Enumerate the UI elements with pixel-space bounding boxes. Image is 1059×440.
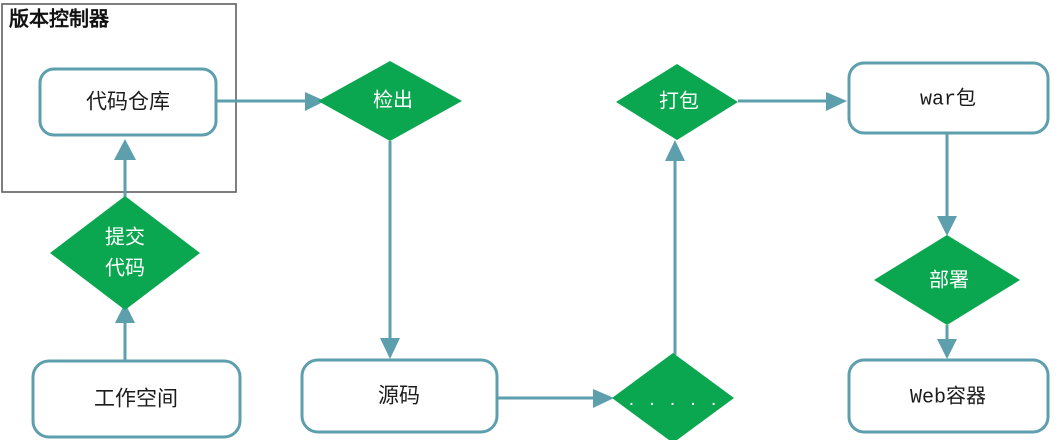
- node-package-shape[interactable]: [616, 64, 738, 140]
- node-code-repo[interactable]: 代码仓库: [38, 67, 218, 137]
- node-workspace-label: 工作空间: [94, 388, 178, 411]
- node-code-repo-shape[interactable]: [38, 67, 218, 137]
- edge-arrowhead: [826, 92, 847, 111]
- edge-deploy-to-container: [937, 325, 957, 359]
- node-deploy-shape[interactable]: [874, 235, 1020, 325]
- edge-arrowhead: [305, 92, 325, 111]
- node-war-package[interactable]: war包: [847, 61, 1050, 135]
- edge-arrowhead: [115, 303, 135, 323]
- node-commit-code[interactable]: 提交 代码: [50, 196, 200, 310]
- group-version-controller: 版本控制器: [1, 3, 237, 193]
- node-ellipsis-step-label: . . . . .: [629, 389, 722, 410]
- edge-package-to-war: [738, 92, 847, 111]
- node-commit-code-shape[interactable]: [50, 196, 200, 310]
- edge-arrowhead: [937, 216, 957, 236]
- node-commit-code-label-line2: 代码: [105, 256, 145, 279]
- node-checkout-shape[interactable]: [318, 61, 462, 141]
- group-frame-rect: [1, 3, 237, 193]
- node-ellipsis-step[interactable]: . . . . .: [612, 353, 734, 440]
- node-war-package-shape[interactable]: [847, 61, 1050, 135]
- node-code-repo-label: 代码仓库: [86, 91, 170, 114]
- node-package[interactable]: 打包: [616, 64, 738, 140]
- node-commit-code-label-line1: 提交: [105, 225, 145, 248]
- node-package-label: 打包: [659, 89, 699, 112]
- edge-war-to-deploy: [937, 133, 957, 236]
- edge-arrowhead: [593, 389, 614, 408]
- node-web-container[interactable]: Web容器: [847, 358, 1050, 434]
- node-war-package-label: war包: [920, 86, 976, 111]
- edge-ellipsis-to-package: [665, 140, 685, 355]
- edge-arrowhead: [114, 139, 136, 160]
- edge-arrowhead: [380, 338, 400, 359]
- node-source-code-shape[interactable]: [300, 358, 499, 434]
- node-web-container-shape[interactable]: [847, 358, 1050, 434]
- edge-arrowhead: [937, 339, 957, 359]
- edge-repo-to-checkout: [216, 92, 325, 111]
- node-web-container-label: Web容器: [910, 384, 986, 409]
- edge-checkout-to-source: [380, 141, 400, 359]
- node-deploy[interactable]: 部署: [874, 235, 1020, 325]
- node-workspace[interactable]: 工作空间: [31, 359, 242, 439]
- edge-source-to-ellipsis: [497, 389, 614, 408]
- node-source-code-label: 源码: [378, 385, 420, 408]
- node-workspace-shape[interactable]: [31, 359, 242, 439]
- node-deploy-label: 部署: [929, 268, 969, 291]
- node-source-code[interactable]: 源码: [300, 358, 499, 434]
- edge-workspace-to-commit: [115, 303, 135, 361]
- edge-commit-to-repo: [114, 139, 136, 198]
- group-title-label: 版本控制器: [9, 7, 110, 31]
- node-ellipsis-step-shape[interactable]: [612, 353, 734, 440]
- node-checkout[interactable]: 检出: [318, 61, 462, 141]
- node-checkout-label: 检出: [373, 88, 413, 111]
- edge-arrowhead: [665, 140, 685, 161]
